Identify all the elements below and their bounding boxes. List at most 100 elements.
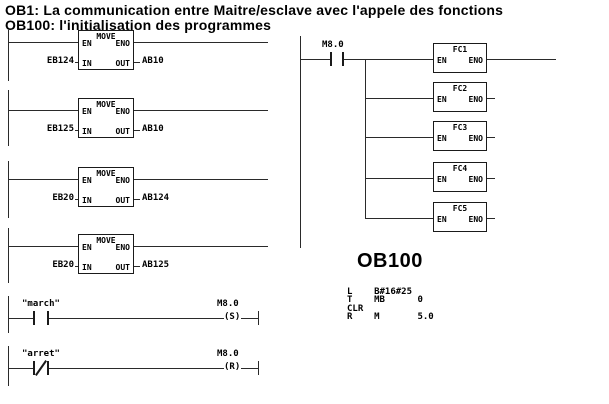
nc-slash [35, 360, 47, 376]
in-pin-label: IN [82, 263, 92, 272]
contact-bar [330, 52, 332, 66]
fc-block: FC3 EN ENO [433, 121, 487, 151]
contact-operand-label: "arret" [22, 349, 60, 359]
title-line-1: OB1: La communication entre Maitre/escla… [5, 2, 504, 18]
en-pin-label: EN [437, 56, 447, 65]
eno-pin-label: ENO [115, 107, 130, 116]
wire [134, 246, 268, 247]
no-contact-symbol [330, 52, 344, 66]
in-pin-label: IN [82, 127, 92, 136]
output-operand-label: AB10 [142, 56, 164, 66]
input-operand-label: EB20 [52, 260, 74, 270]
contact-bar [47, 361, 49, 375]
power-rail [8, 296, 9, 333]
power-rail [8, 90, 9, 146]
fc-block: FC1 EN ENO [433, 43, 487, 73]
input-operand-label: EB124 [46, 56, 74, 66]
power-rail [300, 36, 301, 248]
wire [300, 59, 330, 60]
stl-code-block: L B#16#25 T MB 0 CLR R M 5.0 [347, 287, 434, 321]
coil-operand-label: M8.0 [217, 299, 239, 309]
eno-pin-label: ENO [468, 56, 483, 65]
wire [134, 130, 140, 131]
en-pin-label: EN [437, 215, 447, 224]
wire [8, 42, 78, 43]
out-pin-label: OUT [115, 59, 130, 68]
move-block: MOVE EN ENO IN OUT [78, 30, 134, 70]
block-title: FC5 [452, 204, 468, 213]
wire [8, 246, 78, 247]
wire [49, 368, 224, 369]
block-title: FC2 [452, 84, 468, 93]
wire [487, 59, 556, 60]
contact-bar [47, 311, 49, 325]
reset-coil-symbol: (R) [224, 362, 241, 372]
in-pin-label: IN [82, 196, 92, 205]
contact-bar [33, 361, 35, 375]
out-pin-label: OUT [115, 196, 130, 205]
eno-pin-label: ENO [115, 243, 130, 252]
wire [134, 110, 268, 111]
input-operand-label: EB20 [52, 193, 74, 203]
wire [8, 368, 33, 369]
wire [8, 179, 78, 180]
wire [365, 137, 433, 138]
block-title: MOVE [96, 32, 116, 41]
block-title: FC1 [452, 45, 468, 54]
wire [365, 178, 433, 179]
fc-block: FC5 EN ENO [433, 202, 487, 232]
eno-pin-label: ENO [115, 176, 130, 185]
wire [487, 98, 495, 99]
out-pin-label: OUT [115, 127, 130, 136]
output-operand-label: AB125 [142, 260, 170, 270]
set-coil-symbol: (S) [224, 312, 241, 322]
contact-operand-label: M8.0 [322, 40, 344, 50]
en-pin-label: EN [437, 95, 447, 104]
wire [75, 199, 78, 200]
right-power-rail-stub [258, 361, 259, 375]
move-block: MOVE EN ENO IN OUT [78, 98, 134, 138]
contact-bar [33, 311, 35, 325]
en-pin-label: EN [82, 176, 92, 185]
power-rail [8, 346, 9, 386]
wire [8, 110, 78, 111]
eno-pin-label: ENO [115, 39, 130, 48]
contact-bar [342, 52, 344, 66]
stl-line: L B#16#25 [347, 287, 413, 297]
coil-operand-label: M8.0 [217, 349, 239, 359]
stl-line: T MB 0 [347, 295, 423, 306]
input-operand-label: EB125 [46, 124, 74, 134]
wire [241, 368, 258, 369]
en-pin-label: EN [82, 107, 92, 116]
block-title: MOVE [96, 236, 116, 245]
en-pin-label: EN [82, 243, 92, 252]
move-block: MOVE EN ENO IN OUT [78, 234, 134, 274]
in-pin-label: IN [82, 59, 92, 68]
en-pin-label: EN [437, 175, 447, 184]
block-title: MOVE [96, 169, 116, 178]
title-line-2: OB100: l'initialisation des programmes [5, 17, 272, 33]
wire [75, 130, 78, 131]
eno-pin-label: ENO [468, 95, 483, 104]
wire [134, 42, 268, 43]
wire [241, 318, 258, 319]
eno-pin-label: ENO [468, 175, 483, 184]
no-contact-symbol [33, 311, 49, 325]
output-operand-label: AB10 [142, 124, 164, 134]
out-pin-label: OUT [115, 263, 130, 272]
fc-block: FC2 EN ENO [433, 82, 487, 112]
power-rail [8, 30, 9, 81]
wire [134, 179, 268, 180]
wire [365, 98, 433, 99]
wire [487, 218, 495, 219]
block-title: FC3 [452, 123, 468, 132]
eno-pin-label: ENO [468, 215, 483, 224]
right-power-rail-stub [258, 311, 259, 325]
fc-block: FC4 EN ENO [433, 162, 487, 192]
contact-operand-label: "march" [22, 299, 60, 309]
wire [8, 318, 33, 319]
wire [487, 178, 495, 179]
en-pin-label: EN [82, 39, 92, 48]
wire [344, 59, 433, 60]
